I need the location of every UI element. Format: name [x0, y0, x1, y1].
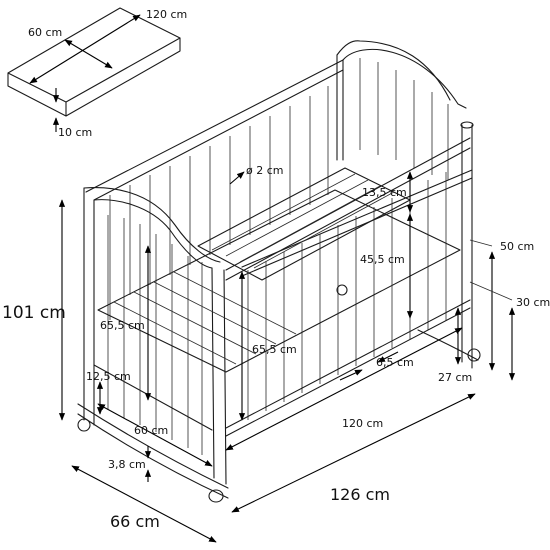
headboard-slats [359, 58, 449, 180]
base-width-label: 60 cm [134, 424, 168, 437]
mattress-width-label: 60 cm [28, 26, 62, 39]
front-side-slats [247, 172, 447, 420]
side-slat-height-label: 65,5 cm [252, 343, 297, 356]
mattress-width-arrow [64, 39, 113, 69]
slat-spacing-label: 6,5 cm [376, 356, 414, 369]
mattress-thickness-label: 10 cm [58, 126, 92, 139]
right-rocker [417, 329, 479, 361]
crib-drawing [77, 40, 481, 503]
upper-level-height-label: 50 cm [500, 240, 534, 253]
end-bottom-gap-label: 12,5 cm [86, 370, 131, 383]
back-slats [109, 86, 329, 320]
total-width-label: 66 cm [110, 512, 160, 531]
rocker-thickness-label: 3,8 cm [108, 458, 146, 471]
footboard-slats [107, 215, 203, 455]
end-slat-height-label: 65,5 cm [100, 319, 145, 332]
dimension-labels: 120 cm 60 cm 10 cm 101 cm 126 cm 66 cm ø… [2, 8, 550, 531]
mattress-length-label: 120 cm [146, 8, 187, 21]
mattress-drawing [7, 7, 181, 132]
slat-diameter-label: ø 2 cm [246, 164, 284, 177]
upper-base-height-label: 45,5 cm [360, 253, 405, 266]
lower-level-height-label: 30 cm [516, 296, 550, 309]
dimension-lines [58, 171, 516, 543]
total-length-label: 126 cm [330, 485, 390, 504]
wheel-clearance-label: 27 cm [438, 371, 472, 384]
top-rail-gap-label: 13,5 cm [362, 186, 407, 199]
left-rocker [77, 403, 229, 489]
base-length-label: 120 cm [342, 417, 383, 430]
total-height-label: 101 cm [2, 303, 66, 323]
lower-base [97, 189, 461, 373]
